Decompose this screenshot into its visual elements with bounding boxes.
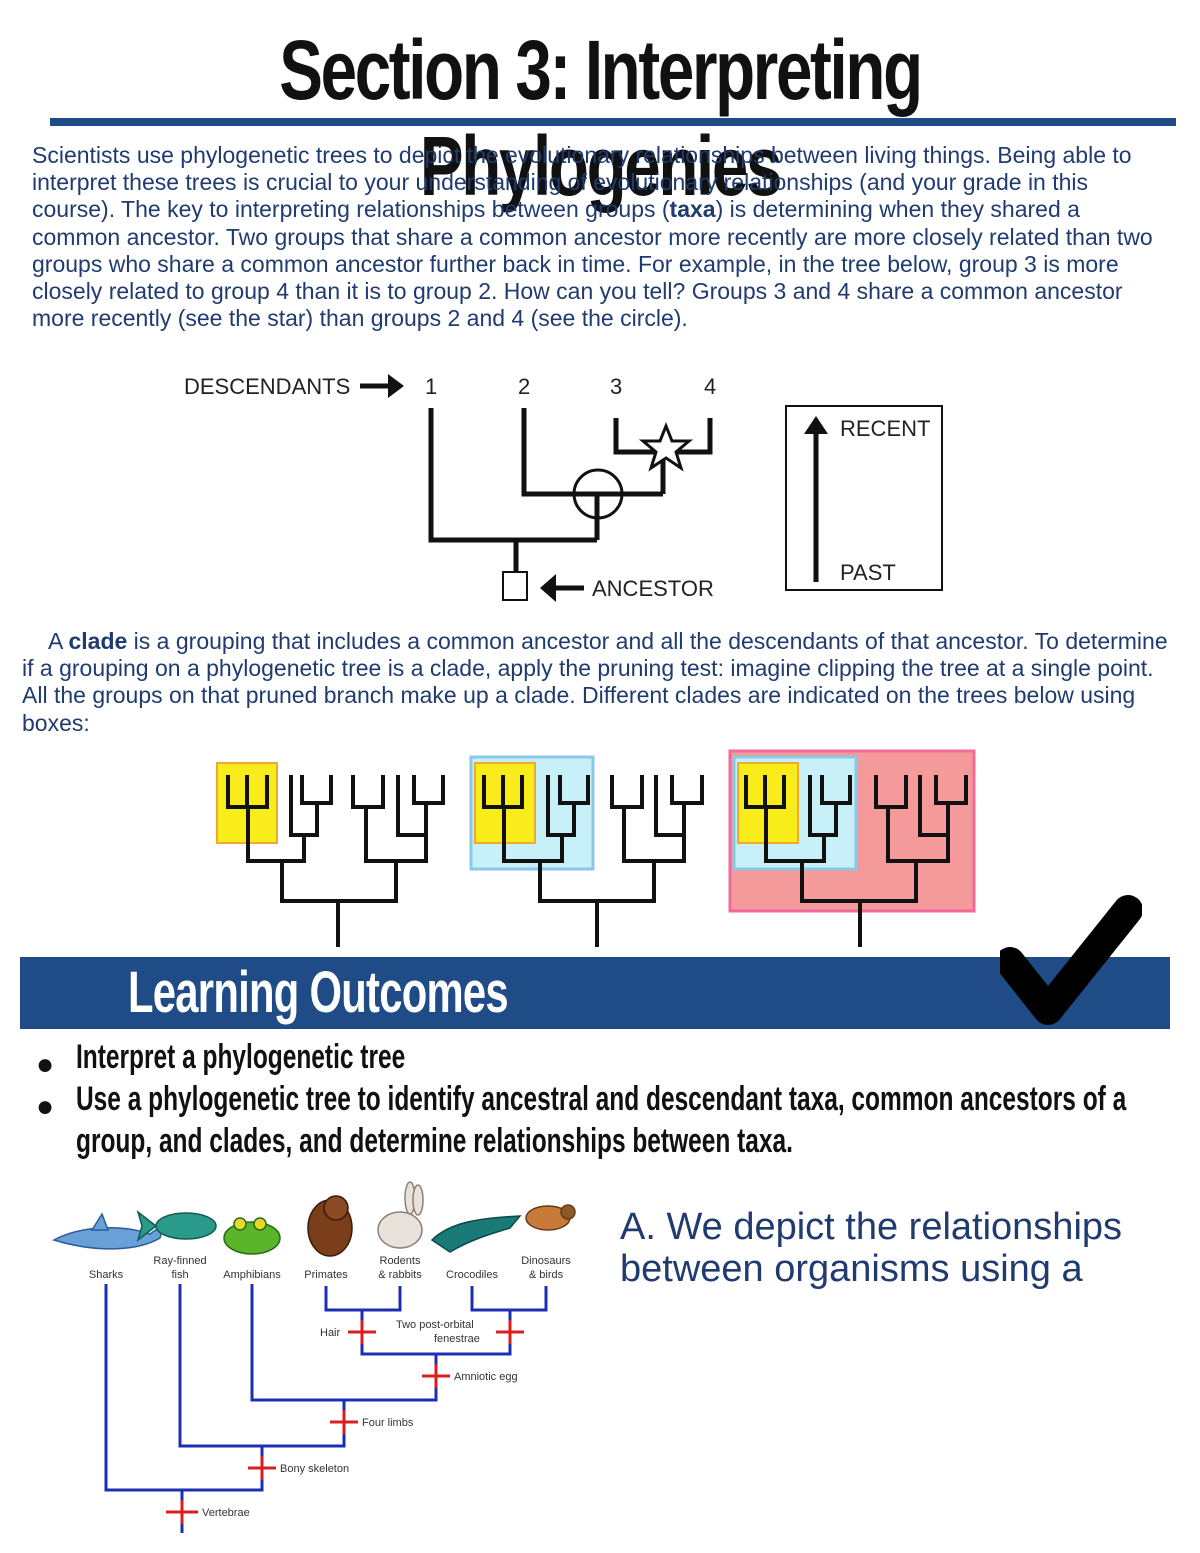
- past-label: PAST: [840, 560, 896, 585]
- ancestor-box: [502, 571, 528, 601]
- ancestor-label: ANCESTOR: [592, 576, 714, 601]
- clade-paragraph: A clade is a grouping that includes a co…: [22, 628, 1182, 737]
- outcome-text: Use a phylogenetic tree to identify ance…: [76, 1080, 1127, 1118]
- clade-bold-term: clade: [68, 628, 128, 654]
- taxon-label: Primates: [304, 1269, 348, 1281]
- taxon-label: & rabbits: [378, 1269, 422, 1281]
- taxon-label: Sharks: [89, 1269, 124, 1281]
- intro-bold-taxa: taxa: [669, 196, 716, 223]
- frog-icon: [223, 1217, 281, 1255]
- trait-label-limbs: Four limbs: [362, 1417, 414, 1429]
- crocodile-icon: [430, 1215, 522, 1253]
- trait-label-vertebrae: Vertebrae: [202, 1507, 250, 1519]
- intro-text-1: Scientists use phylogenetic trees to dep…: [32, 142, 1132, 223]
- question-a: A. We depict the relationships between o…: [620, 1206, 1123, 1290]
- learning-outcomes-list: ● Interpret a phylogenetic tree ● Use a ph…: [36, 1036, 1156, 1162]
- outcome-item-continued: group, and clades, and determine relatio…: [36, 1120, 1156, 1162]
- outcome-item: ● Use a phylogenetic tree to identify anc…: [36, 1078, 1156, 1123]
- cladogram-branches: [104, 1284, 548, 1533]
- clade-tree-3-branches: [744, 775, 968, 947]
- taxon-label-line1: Ray-finned: [153, 1255, 206, 1267]
- trait-label-postorbital-2: fenestrae: [434, 1333, 480, 1345]
- recent-label: RECENT: [840, 416, 930, 441]
- clade-trees-diagram: [216, 749, 976, 947]
- clade-tree-1: [216, 762, 445, 947]
- fish-icon: [136, 1209, 217, 1243]
- bullet-icon: ●: [36, 1090, 55, 1123]
- group-label-3: 3: [610, 374, 622, 399]
- time-legend-box: [785, 405, 943, 591]
- descendants-label: DESCENDANTS: [184, 374, 350, 399]
- clade-tree-2-branches: [482, 775, 704, 947]
- descendants-arrow: [360, 374, 404, 398]
- clade-tree-1-branches: [226, 775, 445, 947]
- learning-outcomes-band: [20, 957, 1170, 1029]
- simple-phylogeny-diagram: DESCENDANTS 1 2 3 4 ANCESTOR RECENT PAST: [184, 374, 943, 602]
- intro-text-2: ) is determining when they shared a comm…: [32, 196, 1153, 332]
- taxon-label-line1: Rodents: [380, 1255, 421, 1267]
- ancestor-arrow: [540, 574, 584, 602]
- trait-label-amniotic: Amniotic egg: [454, 1371, 518, 1383]
- intro-paragraph: Scientists use phylogenetic trees to dep…: [32, 142, 1172, 332]
- page-title: Section 3: Interpreting Phylogenies: [279, 23, 923, 213]
- group-label-2: 2: [518, 374, 530, 399]
- circle-marker: [572, 468, 624, 520]
- group-label-1: 1: [425, 374, 437, 399]
- trait-label-hair: Hair: [320, 1327, 341, 1339]
- learning-outcomes-heading: Learning Outcomes: [128, 960, 509, 1025]
- bird-icon: [525, 1204, 576, 1231]
- taxon-label-line1: Dinosaurs: [521, 1255, 571, 1267]
- primate-icon: [307, 1195, 353, 1257]
- trait-label-postorbital: Two post-orbital: [396, 1319, 474, 1331]
- taxon-label: Amphibians: [223, 1269, 281, 1281]
- clade-tree-3: [728, 749, 976, 947]
- clade-tree-2: [469, 755, 704, 947]
- group-label-4: 4: [704, 374, 716, 399]
- clade-text-2: is a grouping that includes a common anc…: [22, 628, 1168, 736]
- rabbit-icon: [377, 1181, 424, 1249]
- taxon-label: & birds: [529, 1269, 564, 1281]
- time-arrow: [804, 416, 828, 582]
- outcome-item: ● Interpret a phylogenetic tree: [36, 1036, 1156, 1081]
- outcome-text-continued: group, and clades, and determine relatio…: [76, 1122, 793, 1160]
- outcome-text: Interpret a phylogenetic tree: [76, 1038, 406, 1076]
- vertebrate-cladogram: Sharks Ray-finned fish Amphibians Primat…: [52, 1181, 576, 1533]
- taxon-label: Crocodiles: [446, 1269, 498, 1281]
- taxon-label: fish: [171, 1269, 188, 1281]
- checkmark-icon: [1000, 895, 1142, 1025]
- trait-label-bony: Bony skeleton: [280, 1463, 349, 1475]
- trait-markers: [166, 1320, 524, 1524]
- bullet-icon: ●: [36, 1048, 55, 1081]
- clade-text-1: A: [48, 628, 69, 654]
- star-marker: [638, 421, 694, 472]
- title-underline: [50, 118, 1176, 126]
